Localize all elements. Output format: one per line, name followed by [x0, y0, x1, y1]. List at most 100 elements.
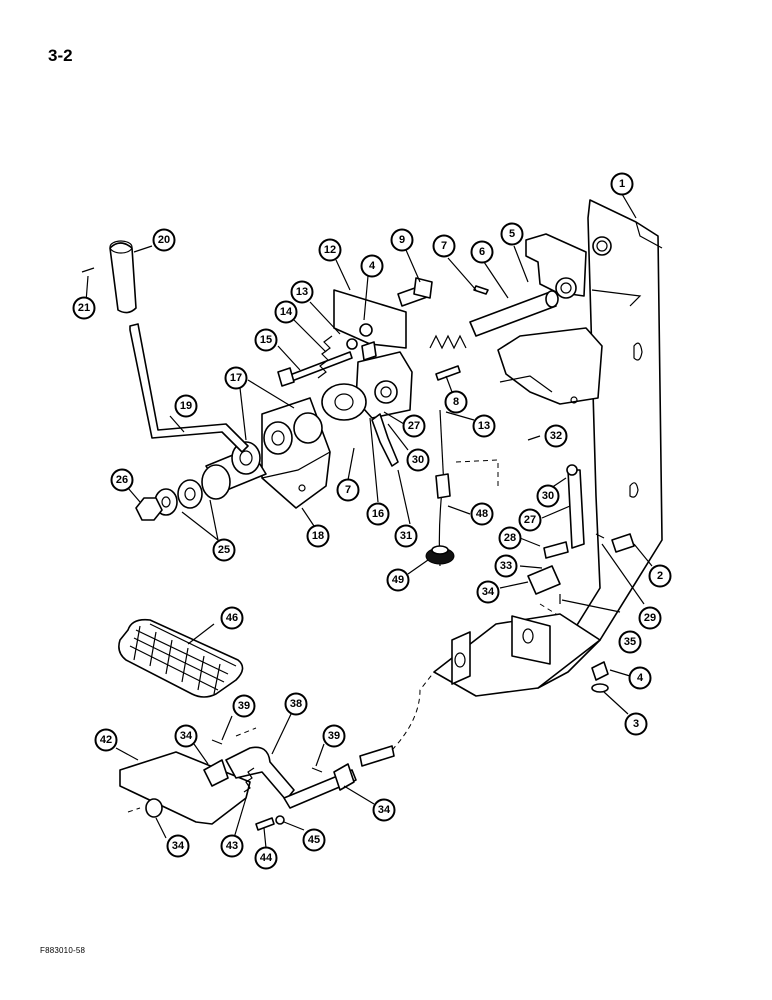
- leader-39b: [315, 743, 325, 767]
- svg-text:15: 15: [260, 334, 272, 346]
- svg-text:4: 4: [369, 260, 376, 272]
- leader-2: [633, 543, 653, 567]
- svg-text:17: 17: [230, 372, 242, 384]
- leader-34c: [343, 785, 375, 805]
- svg-text:20: 20: [158, 234, 170, 246]
- svg-text:27: 27: [408, 420, 420, 432]
- lever-support-bracket: [261, 397, 331, 509]
- svg-text:16: 16: [372, 508, 384, 520]
- callout-39b: 39: [322, 724, 346, 748]
- leader-25a: [181, 511, 219, 541]
- leader-42: [115, 747, 139, 761]
- svg-text:30: 30: [542, 490, 554, 502]
- callout-38: 38: [284, 692, 308, 716]
- foot-pedal: [119, 671, 435, 831]
- svg-text:38: 38: [290, 698, 302, 710]
- callout-25: 25: [212, 538, 236, 562]
- callout-34b: 34: [174, 724, 198, 748]
- leader-8: [445, 375, 453, 393]
- leader-27b: [541, 505, 571, 519]
- callout-27b: 27: [518, 508, 542, 532]
- leader-43: [233, 797, 247, 839]
- leader-7b: [347, 447, 355, 481]
- svg-text:9: 9: [399, 234, 405, 246]
- callout-46: 46: [220, 606, 244, 630]
- callout-8: 8: [444, 390, 468, 414]
- leader-5: [513, 245, 529, 283]
- callout-13b: 13: [472, 414, 496, 438]
- svg-text:31: 31: [400, 530, 412, 542]
- leader-32: [527, 435, 541, 441]
- hand-lever: [81, 240, 249, 453]
- callout-7a: 7: [432, 234, 456, 258]
- callout-13a: 13: [290, 280, 314, 304]
- svg-text:1: 1: [619, 178, 625, 190]
- svg-text:26: 26: [116, 474, 128, 486]
- callout-32: 32: [544, 424, 568, 448]
- leader-18: [301, 507, 315, 527]
- leader-34b: [193, 743, 209, 765]
- callout-6: 6: [470, 240, 494, 264]
- throttle-cable: [425, 409, 499, 567]
- callout-43: 43: [220, 834, 244, 858]
- callout-20: 20: [152, 228, 176, 252]
- callout-18: 18: [306, 524, 330, 548]
- leader-1: [621, 193, 637, 219]
- callout-4a: 4: [360, 254, 384, 278]
- leader-4a: [363, 275, 369, 321]
- callout-1: 1: [610, 172, 634, 196]
- callout-44: 44: [254, 846, 278, 870]
- leader-12: [335, 259, 351, 291]
- leader-48: [447, 505, 471, 515]
- svg-text:5: 5: [509, 228, 515, 240]
- callout-34a: 34: [476, 580, 500, 604]
- bracket-plate: [333, 277, 433, 350]
- svg-text:7: 7: [345, 484, 351, 496]
- svg-text:7: 7: [441, 240, 447, 252]
- callout-2: 2: [648, 564, 672, 588]
- svg-text:34: 34: [172, 840, 185, 852]
- svg-text:14: 14: [280, 306, 293, 318]
- leader-25b: [209, 499, 219, 541]
- callout-48: 48: [470, 502, 494, 526]
- callout-7b: 7: [336, 478, 360, 502]
- callout-49: 49: [386, 568, 410, 592]
- leader-38: [271, 711, 293, 755]
- svg-text:13: 13: [296, 286, 308, 298]
- leader-31: [397, 469, 411, 525]
- callout-31: 31: [394, 524, 418, 548]
- leader-20: [133, 245, 153, 253]
- callout-39a: 39: [232, 694, 256, 718]
- svg-text:8: 8: [453, 396, 459, 408]
- svg-text:39: 39: [238, 700, 250, 712]
- leader-34a: [499, 581, 529, 589]
- leader-19: [169, 415, 185, 433]
- leader-16: [369, 417, 379, 503]
- callout-17: 17: [224, 366, 248, 390]
- svg-text:34: 34: [180, 730, 193, 742]
- svg-text:33: 33: [500, 560, 512, 572]
- svg-text:13: 13: [478, 420, 490, 432]
- callout-21: 21: [72, 296, 96, 320]
- collar-washers-nut: [135, 441, 267, 521]
- svg-text:44: 44: [260, 852, 273, 864]
- leader-39a: [221, 715, 233, 741]
- svg-text:34: 34: [482, 586, 495, 598]
- callout-35: 35: [618, 630, 642, 654]
- svg-text:6: 6: [479, 246, 485, 258]
- leader-30a: [387, 423, 409, 451]
- svg-text:30: 30: [412, 454, 424, 466]
- svg-text:25: 25: [218, 544, 230, 556]
- leader-35: [561, 599, 621, 613]
- linkage-small-parts: [527, 464, 635, 641]
- leader-45: [283, 821, 305, 831]
- leader-13a: [309, 301, 341, 335]
- callout-4b: 4: [628, 666, 652, 690]
- leader-49: [407, 559, 429, 575]
- bolt-and-spring: [277, 335, 353, 387]
- callout-9: 9: [390, 228, 414, 252]
- callout-26: 26: [110, 468, 134, 492]
- svg-text:29: 29: [644, 612, 656, 624]
- svg-text:46: 46: [226, 612, 238, 624]
